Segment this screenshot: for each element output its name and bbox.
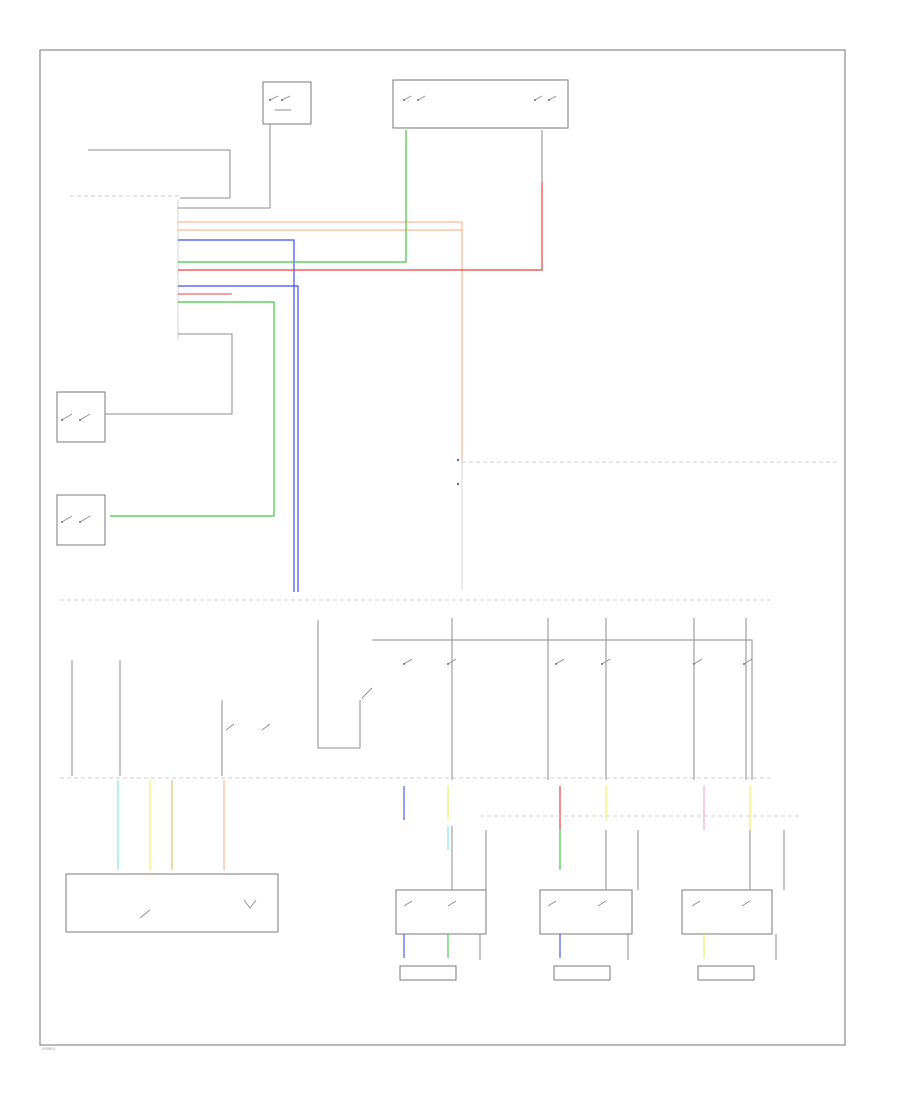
bottom-switch-3 [681, 889, 773, 981]
footer-code: W39E4 [42, 1046, 56, 1051]
lock-actuator-box-top [392, 79, 569, 129]
left-switch-1 [56, 391, 106, 443]
diagram-frame [39, 49, 846, 1046]
relay-switch-row [361, 658, 753, 699]
lower-left-component [65, 873, 279, 933]
wire-blue-1 [178, 239, 295, 592]
wire-green-1 [178, 130, 407, 263]
bottom-switch-2 [539, 889, 633, 981]
bottom-switch-1 [395, 889, 487, 981]
top-left-bus [88, 149, 231, 199]
wire-blue-2 [178, 285, 299, 592]
wire-green-2 [110, 301, 275, 517]
sensor-box-left [262, 81, 312, 125]
wire-red-1 [178, 182, 543, 271]
left-switch-2 [56, 494, 106, 546]
wire-orange-1 [178, 221, 463, 460]
